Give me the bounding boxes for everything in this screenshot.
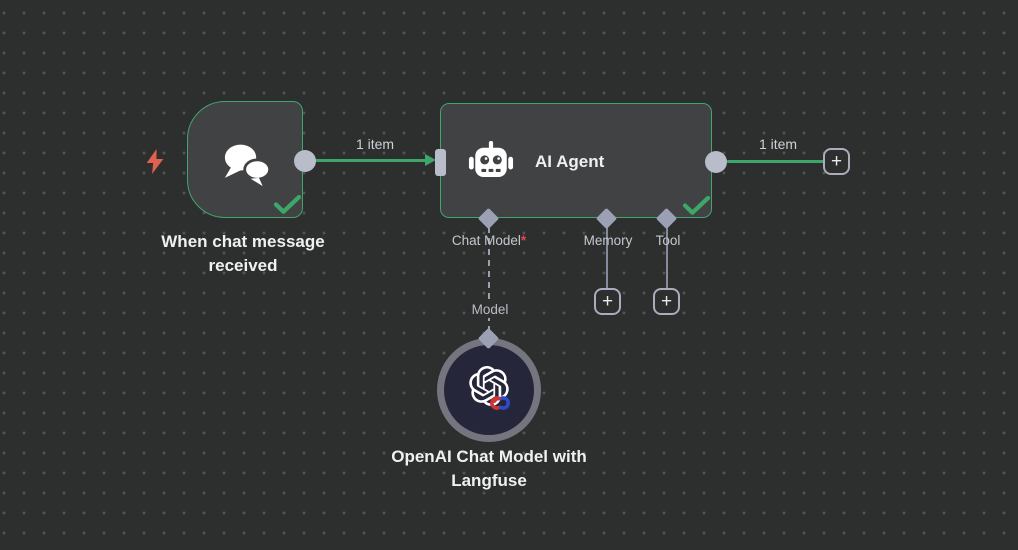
memory-input-label: Memory xyxy=(583,233,633,248)
connection-arrow-icon xyxy=(425,154,436,166)
agent-node-title: AI Agent xyxy=(535,152,605,171)
chat-bubbles-icon xyxy=(224,144,271,187)
connection-agent-output[interactable] xyxy=(727,160,825,163)
agent-output-connector[interactable] xyxy=(705,151,727,173)
openai-logo-icon xyxy=(469,366,509,406)
connection-chat-model-link[interactable] xyxy=(488,227,490,332)
node-openai-chat-model[interactable] xyxy=(437,338,541,442)
node-chat-trigger[interactable] xyxy=(187,101,303,218)
success-check-icon xyxy=(274,195,301,214)
connection-memory-stub[interactable] xyxy=(606,227,608,291)
trigger-node-label: When chat message received xyxy=(161,232,325,275)
agent-input-connector[interactable] xyxy=(435,149,446,176)
chat-model-input-label-text: Chat Model xyxy=(451,233,521,248)
success-check-icon xyxy=(683,196,710,215)
connection-items-label: 1 item xyxy=(355,136,395,152)
tool-input-label: Tool xyxy=(655,233,681,248)
connection-trigger-to-agent[interactable] xyxy=(314,159,428,162)
add-memory-button[interactable]: + xyxy=(594,288,621,315)
required-asterisk: * xyxy=(520,233,527,248)
node-ai-agent[interactable]: AI Agent xyxy=(440,103,712,218)
trigger-output-connector[interactable] xyxy=(294,150,316,172)
trigger-bolt-icon xyxy=(146,149,164,174)
langfuse-badge-icon xyxy=(490,396,510,410)
robot-icon xyxy=(468,141,514,177)
connection-items-label: 1 item xyxy=(758,136,798,152)
add-next-node-button[interactable]: + xyxy=(823,148,850,175)
chat-model-input-label: Chat Model* xyxy=(452,233,526,248)
connection-tool-stub[interactable] xyxy=(666,227,668,291)
add-tool-button[interactable]: + xyxy=(653,288,680,315)
model-link-label: Model xyxy=(467,301,513,318)
openai-node-label: OpenAI Chat Model with Langfuse xyxy=(391,447,587,490)
